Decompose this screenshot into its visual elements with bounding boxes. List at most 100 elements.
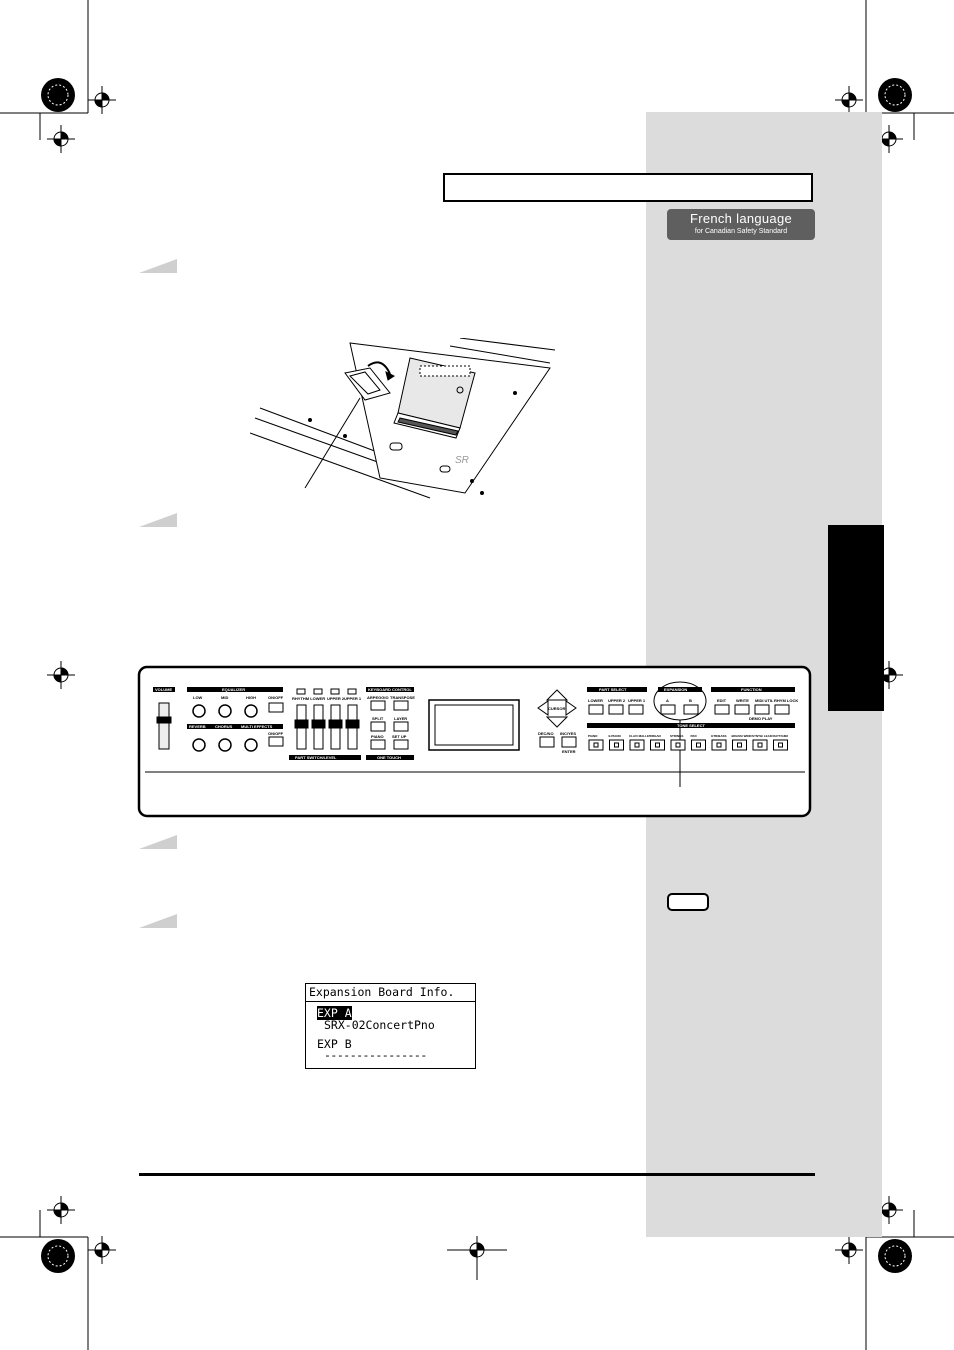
tone-label-9: RHYT/GM2 [773, 734, 789, 738]
eq-on-off-button[interactable] [268, 702, 284, 713]
piano-button[interactable] [370, 739, 386, 750]
tone-button-9[interactable] [773, 739, 788, 751]
tone-label-1: E.PIANO [609, 734, 622, 738]
tone-label-0: PIANO [588, 734, 598, 738]
eq-low-knob[interactable] [192, 704, 206, 718]
tone-button-0[interactable] [588, 739, 604, 751]
multi-effects-knob[interactable] [244, 738, 258, 752]
footer-rule [139, 1173, 815, 1176]
tone-button-led-5 [696, 742, 701, 748]
tone-label-8: SYNTH/ LEAD [752, 734, 773, 738]
eq-high-knob[interactable] [244, 704, 258, 718]
panel-rhythm-lower: RHYTHM LOWER [292, 696, 325, 701]
panel-edit: EDIT [717, 698, 727, 703]
part-upper1-button[interactable] [628, 704, 644, 715]
panel-part-select: PART SELECT [599, 687, 627, 692]
panel-cursor: CURSOR [548, 706, 565, 711]
panel-reverb-label: REVERB [189, 724, 206, 729]
lcd-slot-b-value: ---------------- [324, 1048, 427, 1062]
cursor-left-button[interactable] [537, 700, 549, 716]
tone-button-led-4 [675, 742, 681, 748]
tone-button-8[interactable] [752, 739, 768, 751]
panel-inc-yes: INC/YES [560, 731, 576, 736]
panel-multi-effects-label: MULTI EFFECTS [241, 724, 273, 729]
panel-enter: ENTER [562, 749, 576, 754]
write-button[interactable] [734, 704, 750, 715]
panel-rhythm-lock: RHYM LOCK [774, 698, 798, 703]
arpeggio-button[interactable] [370, 700, 386, 711]
panel-equalizer-label: EQUALIZER [222, 687, 245, 692]
chorus-knob[interactable] [218, 738, 232, 752]
panel-chorus-label: CHORUS [215, 724, 233, 729]
lcd-separator [306, 1001, 475, 1002]
part-lower-button[interactable] [588, 704, 604, 715]
panel-mfx-on-off: ON/OFF [268, 731, 284, 736]
tone-button-led-8 [757, 742, 763, 748]
eq-mid-knob[interactable] [218, 704, 232, 718]
panel-eq-low: LOW [193, 695, 203, 700]
panel-part-upper2: UPPER 2 [608, 698, 626, 703]
reverb-knob[interactable] [192, 738, 206, 752]
midi-util-button[interactable] [754, 704, 770, 715]
mfx-on-off-button[interactable] [268, 736, 284, 747]
transpose-button[interactable] [393, 700, 409, 711]
tone-button-1[interactable] [609, 739, 624, 751]
panel-eq-high: HIGH [246, 695, 256, 700]
lcd-slot-a-value: SRX-02ConcertPno [324, 1018, 435, 1032]
panel-volume-label: VOLUME [155, 687, 172, 692]
panel-exp-b: B [689, 698, 692, 703]
panel-part-switch-level: PART SWITCH/LEVEL [295, 755, 337, 760]
panel-one-touch: ONE TOUCH [377, 755, 401, 760]
expansion-b-button[interactable] [683, 704, 699, 715]
step-marker-1 [139, 259, 177, 273]
tone-button-2[interactable] [629, 739, 645, 751]
tone-button-led-2 [634, 742, 640, 748]
panel-display [428, 699, 520, 751]
tone-label-2: CLAV/ MALLET [629, 734, 651, 738]
inc-yes-button[interactable] [561, 736, 577, 748]
panel-exp-a: A [666, 698, 669, 703]
cursor-up-button[interactable] [545, 689, 569, 701]
split-button[interactable] [370, 721, 386, 732]
set-up-button[interactable] [393, 739, 409, 750]
tone-button-7[interactable] [732, 739, 747, 751]
panel-upper2: UPPER 2 [327, 696, 345, 701]
tone-button-5[interactable] [691, 739, 706, 751]
language-badge-title: French language [689, 211, 793, 226]
dec-no-button[interactable] [539, 736, 555, 748]
tone-button-led-1 [614, 742, 619, 748]
panel-function: FUNCTION [741, 687, 762, 692]
panel-part-upper1: UPPER 1 [628, 698, 646, 703]
panel-demo-play: DEMO PLAY [749, 716, 773, 721]
expansion-board-illustration: SR [250, 338, 556, 499]
tone-button-4[interactable] [670, 739, 686, 751]
panel-piano: PIANO [371, 734, 384, 739]
panel-transpose: TRANSPOSE [390, 695, 415, 700]
cursor-right-button[interactable] [565, 700, 577, 716]
panel-eq-mid: MID [221, 695, 228, 700]
tone-label-6: GTR/BASS [711, 734, 727, 738]
panel-midi-util: MIDI UTIL [755, 698, 774, 703]
cursor-down-button[interactable] [545, 716, 569, 728]
tone-button-led-9 [778, 742, 783, 748]
panel-lower: LOWER [588, 698, 603, 703]
panel-dec-no: DEC/NO [538, 731, 554, 736]
chapter-tab [828, 525, 884, 711]
step-marker-4 [139, 914, 177, 928]
expansion-a-button[interactable] [660, 704, 676, 715]
note-badge [667, 893, 709, 911]
language-badge-subtitle: for Canadian Safety Standard [694, 228, 788, 235]
tone-button-3[interactable] [650, 739, 665, 751]
step-marker-3 [139, 835, 177, 849]
tone-label-7: BRASS/ WIND [732, 734, 753, 738]
tone-button-led-7 [737, 742, 742, 748]
rhythm-lock-button[interactable] [774, 704, 790, 715]
edit-button[interactable] [714, 704, 730, 715]
tone-button-6[interactable] [711, 739, 727, 751]
tone-label-3: ORGAN [650, 734, 661, 738]
panel-keyboard-control: KEYBOARD CONTROL [368, 687, 412, 692]
part-upper2-button[interactable] [608, 704, 624, 715]
lcd-slot-b-label: EXP B [317, 1037, 352, 1051]
layer-button[interactable] [393, 721, 409, 732]
